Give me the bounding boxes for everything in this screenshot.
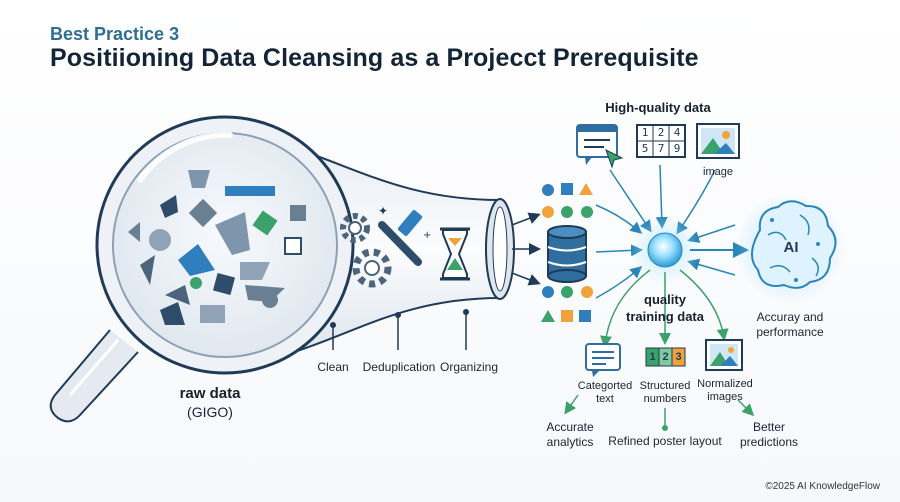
sorted-shapes-top: [542, 183, 593, 218]
database-icon: [547, 225, 587, 283]
step-label-deduplication: Deduplication: [362, 360, 436, 374]
broom-icon: ✦ +: [378, 204, 431, 266]
funnel-tube: [299, 148, 515, 352]
normalized-image-icon: [705, 339, 743, 371]
chat-document-icon: [576, 124, 624, 169]
output-line2: images: [707, 391, 743, 403]
output-label-numbers: Structured numbers: [628, 380, 702, 406]
ai-brain-icon: [735, 193, 845, 303]
digit: 1: [649, 351, 656, 363]
raw-data-label: raw data: [179, 385, 241, 402]
outcome-accurate-analytics: Accurate analytics: [530, 420, 610, 450]
page-title: Positiioning Data Cleansing as a Projecc…: [50, 44, 699, 72]
magnifier-handle: [49, 329, 139, 423]
structured-digits: 1 2 3: [646, 348, 685, 366]
step-pointers: [330, 309, 469, 350]
svg-text:✦: ✦: [378, 204, 388, 218]
quality-hub: [631, 216, 699, 284]
grid-number: 5: [641, 142, 649, 155]
grid-number: 2: [657, 126, 665, 139]
svg-text:+: +: [423, 230, 431, 241]
output-label-text: Categorted text: [566, 380, 644, 406]
outcome-refined-poster-layout: Refined poster layout: [608, 434, 722, 448]
grid-number: 1: [641, 126, 649, 139]
step-label-clean: Clean: [317, 360, 349, 374]
digit: 3: [675, 351, 682, 363]
outcome-line2: analytics: [546, 435, 594, 449]
text-document-icon: [585, 343, 621, 377]
image-label: image: [703, 166, 733, 178]
hub-label-line2: training data: [625, 309, 704, 324]
raw-data-sublabel: (GIGO): [187, 404, 233, 420]
step-label-organizing: Organizing: [439, 360, 499, 374]
output-line2: numbers: [643, 393, 687, 405]
output-line1: Categorted: [577, 380, 633, 392]
output-line1: Normalized: [697, 378, 753, 390]
digit: 2: [662, 351, 669, 363]
output-line2: text: [596, 393, 614, 405]
ai-caption: Accuray and performance: [745, 310, 835, 340]
sorted-shapes-bottom: [541, 286, 593, 322]
hub-label: quality training data: [605, 291, 725, 325]
outcome-line1: Better: [752, 420, 785, 434]
outcome-line1: Accurate: [546, 420, 594, 434]
hub-label-line1: quality: [644, 292, 686, 307]
outcome-line2: predictions: [739, 435, 799, 449]
grid-number: 7: [657, 142, 665, 155]
output-label-images: Normalized images: [690, 378, 760, 404]
tube-output-arrows: [511, 212, 541, 286]
number-grid-icon: [636, 124, 686, 158]
ai-caption-line1: Accuray and: [756, 310, 824, 324]
output-line1: Structured: [639, 380, 691, 392]
section-eyebrow: Best Practice 3: [50, 24, 180, 44]
copyright: ©2025 AI KnowledgeFlow: [765, 481, 880, 492]
ai-badge: AI: [783, 239, 799, 256]
grid-number: 9: [673, 142, 681, 155]
hourglass-icon: [440, 227, 470, 281]
grid-number: 4: [673, 126, 681, 139]
gear-icon: [340, 213, 392, 288]
ai-caption-line2: performance: [756, 325, 824, 339]
outcome-better-predictions: Better predictions: [724, 420, 814, 450]
high-quality-title: High-quality data: [605, 100, 711, 115]
number-grid: 1 2 4 5 7 9: [637, 125, 685, 157]
numbers-icon: [645, 347, 686, 367]
outcome-connectors: [564, 394, 755, 431]
hub-output-lines: [600, 269, 729, 348]
magnifier-lens: [95, 115, 355, 375]
image-icon: [696, 123, 740, 159]
